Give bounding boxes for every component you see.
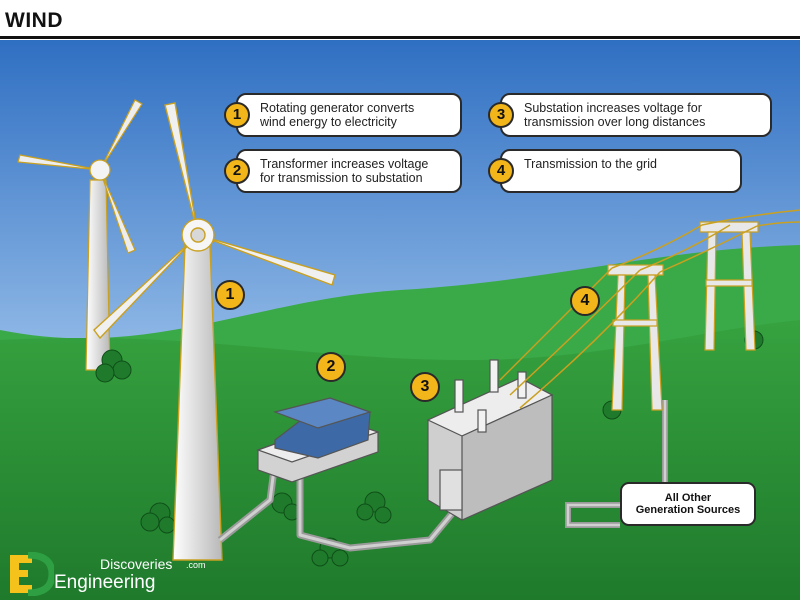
callout-text: Transmission to the grid (524, 157, 732, 171)
callout-number: 4 (488, 158, 514, 184)
substation (426, 359, 554, 521)
grid-cable-inner (566, 400, 667, 527)
callout-number: 1 (224, 102, 250, 128)
logo-mark-icon (10, 552, 54, 596)
logo-text-discoveries: Discoveries (100, 556, 173, 572)
other-sources-line: Generation Sources (635, 504, 741, 516)
wind-turbine-front (93, 102, 336, 561)
callout-line: Transformer increases voltage (260, 157, 429, 171)
callout-3: 3 Substation increases voltage for trans… (488, 93, 772, 137)
callout-1: 1 Rotating generator converts wind energ… (224, 93, 462, 137)
logo-text-engineering: Engineering (54, 572, 156, 593)
page-title: WIND (5, 9, 63, 32)
callout-line: transmission over long distances (524, 115, 706, 129)
marker-1: 1 (215, 280, 245, 310)
site-logo: Discoveries .com Engineering (8, 552, 208, 596)
callout-2: 2 Transformer increases voltage for tran… (224, 149, 462, 193)
callout-number: 3 (488, 102, 514, 128)
logo-text-suffix: .com (186, 560, 206, 570)
callout-line: wind energy to electricity (260, 115, 397, 129)
callout-number: 2 (224, 158, 250, 184)
header-bar: WIND (0, 0, 800, 39)
marker-3: 3 (410, 372, 440, 402)
callout-text: Rotating generator converts wind energy … (260, 101, 452, 129)
callout-line: Substation increases voltage for (524, 101, 702, 115)
transmission-tower-far (699, 221, 759, 351)
callout-4: 4 Transmission to the grid (488, 149, 742, 193)
callout-line: Transmission to the grid (524, 157, 657, 171)
header-divider (0, 36, 800, 39)
other-sources-line: All Other (664, 492, 712, 504)
callout-text: Substation increases voltage for transmi… (524, 101, 762, 129)
other-generation-sources-label: All Other Generation Sources (620, 482, 756, 526)
marker-2: 2 (316, 352, 346, 382)
callout-text: Transformer increases voltage for transm… (260, 157, 452, 185)
transmission-wires (499, 209, 800, 409)
transmission-tower-near (607, 264, 664, 411)
marker-4: 4 (570, 286, 600, 316)
callout-line: Rotating generator converts (260, 101, 415, 115)
transformer (256, 397, 380, 483)
callout-line: for transmission to substation (260, 171, 423, 185)
